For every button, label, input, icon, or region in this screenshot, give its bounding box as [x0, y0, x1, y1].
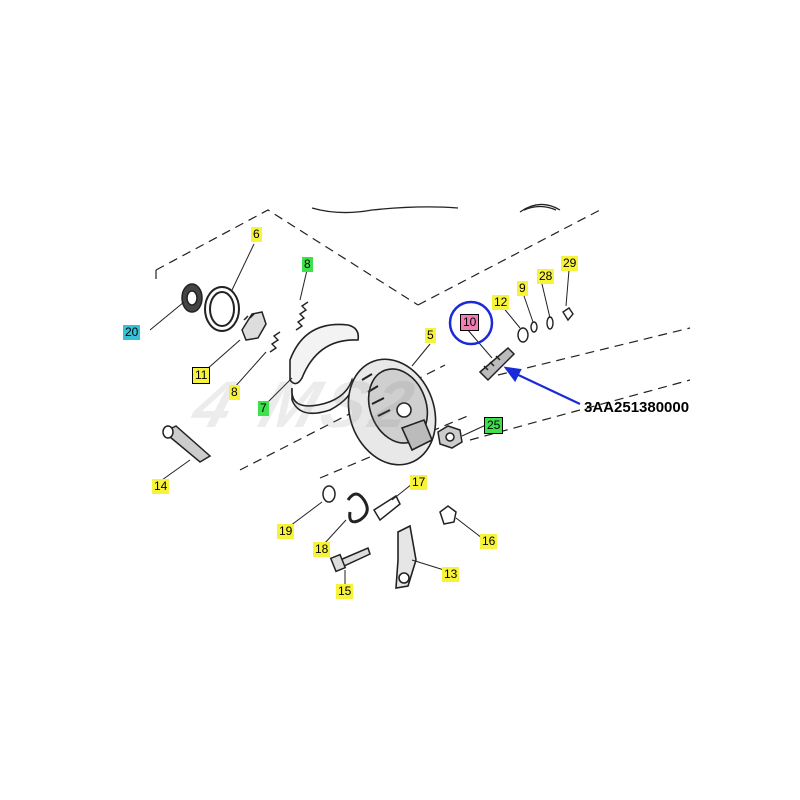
wheel-hub	[311, 203, 561, 214]
brake-panel	[347, 358, 437, 466]
callout-11: 11	[192, 367, 211, 384]
brake-shoe	[289, 323, 360, 415]
callout-8-bottom: 8	[229, 385, 240, 400]
highlight-circle	[448, 300, 494, 346]
callout-14: 14	[152, 479, 170, 494]
callout-13: 13	[442, 567, 460, 582]
callout-15: 15	[336, 584, 354, 599]
small-parts	[517, 307, 574, 343]
pointer-arrow	[503, 366, 581, 405]
lower-parts	[322, 485, 457, 525]
callout-5: 5	[425, 328, 436, 343]
watermark: 4 MS2	[183, 367, 429, 441]
callout-25: 25	[484, 417, 504, 434]
callout-6: 6	[251, 227, 262, 242]
callout-8-top: 8	[302, 257, 313, 272]
callout-9: 9	[517, 281, 528, 296]
callout-29: 29	[561, 256, 579, 271]
callout-18: 18	[313, 542, 331, 557]
callout-19: 19	[277, 524, 295, 539]
bolt	[329, 546, 371, 573]
callout-20: 20	[123, 325, 141, 340]
axle-nut	[437, 425, 463, 449]
oil-seal	[204, 286, 240, 332]
brake-spring	[269, 301, 309, 353]
callout-17: 17	[410, 475, 428, 490]
axle	[162, 425, 212, 463]
callout-28: 28	[537, 269, 555, 284]
part-number-label: 3AA251380000	[584, 399, 690, 416]
bearing	[181, 283, 203, 313]
callout-12: 12	[492, 295, 510, 310]
camshaft	[478, 346, 516, 382]
callout-10: 10	[460, 314, 480, 331]
callout-7: 7	[258, 401, 269, 416]
meter-gear	[241, 311, 267, 341]
callout-16: 16	[480, 534, 498, 549]
cam-lever	[395, 524, 417, 589]
